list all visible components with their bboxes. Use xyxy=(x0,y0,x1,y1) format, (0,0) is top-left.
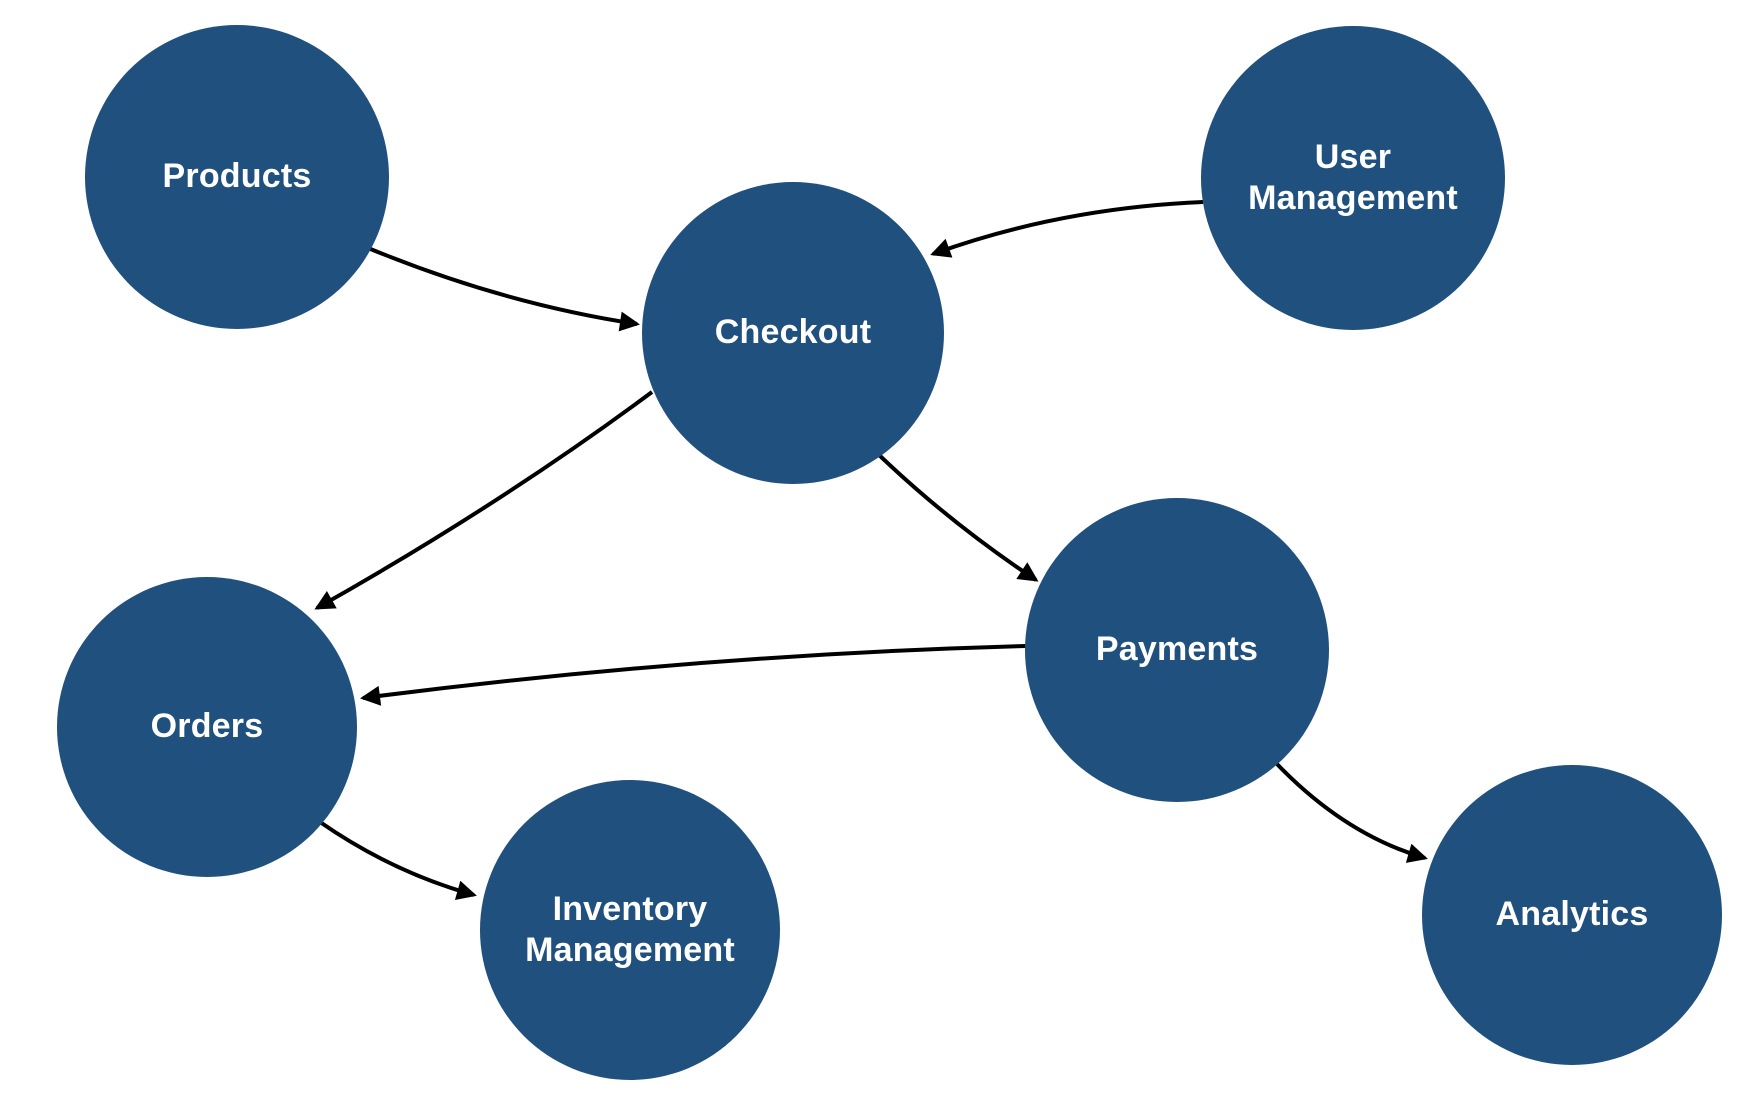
edge-user-management-checkout[interactable] xyxy=(930,200,1204,258)
node-label: Payments xyxy=(1096,629,1258,670)
node-label-line: Products xyxy=(162,157,312,196)
node-label: Analytics xyxy=(1496,894,1649,935)
node-label-line: Checkout xyxy=(714,313,872,352)
node-payments[interactable]: Payments xyxy=(1025,498,1329,802)
edges-group xyxy=(314,200,1428,901)
node-label-line: Payments xyxy=(1095,630,1259,669)
edge-checkout-payments[interactable] xyxy=(875,451,1039,582)
edge-payments-analytics[interactable] xyxy=(1274,761,1428,863)
edge-payments-orders[interactable] xyxy=(360,644,1027,706)
node-analytics[interactable]: Analytics xyxy=(1422,765,1722,1065)
node-orders[interactable]: Orders xyxy=(57,577,357,877)
node-label-line: Analytics xyxy=(1495,895,1649,934)
edge-products-checkout[interactable] xyxy=(367,246,640,332)
node-checkout[interactable]: Checkout xyxy=(642,182,944,484)
node-label-line: Management xyxy=(1248,179,1458,217)
node-label-line: Inventory xyxy=(552,889,708,928)
node-products[interactable]: Products xyxy=(85,25,389,329)
node-label: Products xyxy=(163,156,312,197)
node-label: Orders xyxy=(151,706,264,747)
node-label-line: User xyxy=(1314,137,1392,176)
node-label-line: Management xyxy=(525,931,735,969)
node-label-line: Orders xyxy=(150,707,264,746)
edge-orders-inventory-management[interactable] xyxy=(318,820,477,901)
node-label: Checkout xyxy=(715,312,872,353)
edge-checkout-orders[interactable] xyxy=(314,390,654,610)
